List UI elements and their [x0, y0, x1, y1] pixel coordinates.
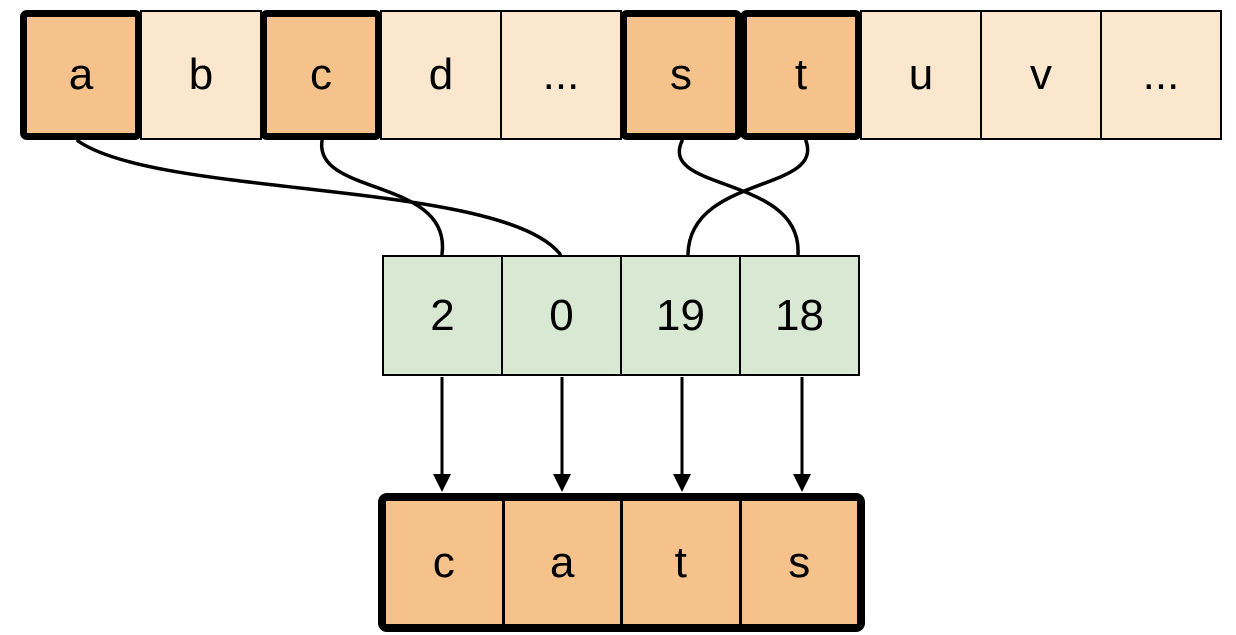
output-cell-c: c [386, 501, 502, 624]
alphabet-cell-s: s [620, 10, 742, 140]
alphabet-cell-v: v [980, 10, 1102, 140]
index-cell-19: 19 [620, 255, 741, 376]
curve-t-to-19 [686, 139, 810, 256]
output-cell-t: t [620, 501, 739, 624]
alphabet-array: a b c d ... s t u v ... [20, 10, 1222, 140]
alphabet-cell-a: a [20, 10, 142, 140]
arrowhead-icon-2 [553, 474, 571, 492]
output-cell-s: s [738, 501, 857, 624]
alphabet-cell-c: c [260, 10, 382, 140]
alphabet-cell-ellipsis-1: ... [500, 10, 622, 140]
alphabet-cell-d: d [380, 10, 502, 140]
arrowhead-icon-4 [793, 474, 811, 492]
arrowhead-icon-1 [433, 474, 451, 492]
arrowhead-icon-3 [673, 474, 691, 492]
alphabet-cell-t: t [740, 10, 862, 140]
output-cell-a: a [501, 501, 620, 624]
index-cell-18: 18 [739, 255, 860, 376]
output-array: c a t s [378, 493, 865, 632]
curve-a-to-0 [76, 139, 562, 256]
alphabet-cell-b: b [140, 10, 262, 140]
index-array: 2 0 19 18 [382, 255, 860, 376]
alphabet-cell-ellipsis-2: ... [1100, 10, 1222, 140]
curve-s-to-18 [677, 139, 800, 256]
curve-c-to-2 [320, 139, 445, 256]
index-cell-2: 2 [382, 255, 503, 376]
alphabet-cell-u: u [860, 10, 982, 140]
index-cell-0: 0 [501, 255, 622, 376]
